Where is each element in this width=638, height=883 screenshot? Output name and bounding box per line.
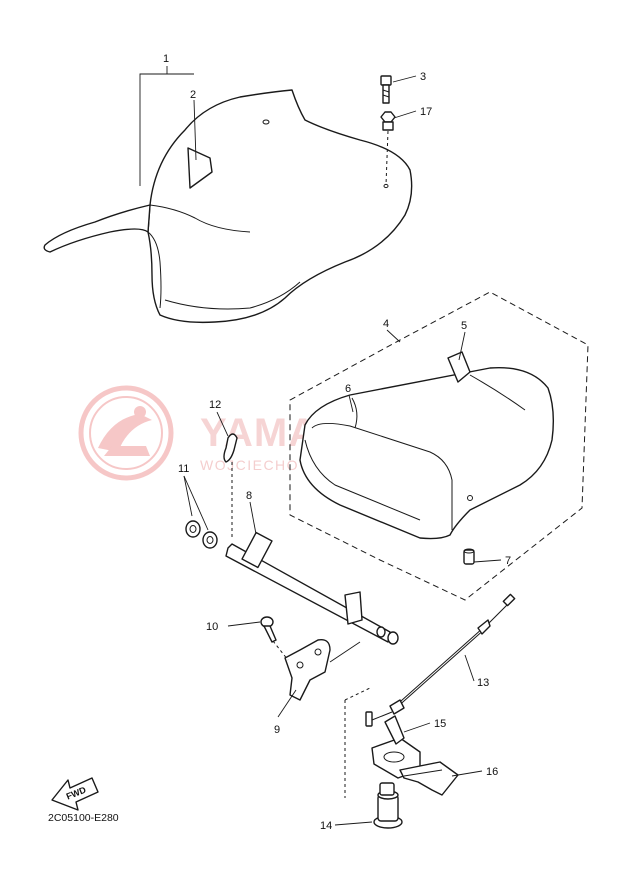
plate-16	[399, 761, 459, 796]
collar-17	[380, 111, 396, 131]
group-4-outline	[289, 291, 589, 601]
fwd-arrow-icon: FWD	[51, 777, 99, 811]
diagram-code: 2C05100-E280	[48, 812, 119, 824]
lock-cylinder-14	[373, 782, 403, 829]
cable-13	[365, 593, 516, 727]
callout-13: 13	[477, 677, 489, 689]
callout-7: 7	[505, 555, 511, 567]
collars-11	[185, 520, 218, 549]
watermark-logo-icon	[78, 385, 174, 481]
bolt-3	[380, 75, 392, 104]
screw-10	[260, 616, 277, 643]
storage-case	[299, 351, 555, 540]
rod-8	[225, 531, 399, 645]
lever-9	[284, 639, 331, 701]
callout-11: 11	[178, 463, 189, 475]
clip-12	[223, 433, 238, 463]
nut-7	[463, 548, 475, 565]
callout-10: 10	[206, 621, 218, 633]
callout-16: 16	[486, 766, 498, 778]
callout-3: 3	[420, 71, 426, 83]
case-label-patch	[447, 351, 471, 383]
callout-1: 1	[163, 53, 169, 65]
callouts: 1 2 3 4 5 6 7 8 9 10 11 12 13 14 15 16 1…	[163, 53, 511, 832]
callout-14: 14	[320, 820, 332, 832]
callout-2: 2	[190, 89, 196, 101]
seat-label-patch	[187, 147, 213, 189]
callout-8: 8	[246, 490, 252, 502]
callout-5: 5	[461, 320, 467, 332]
callout-4: 4	[383, 318, 389, 330]
callout-12: 12	[209, 399, 221, 411]
callout-6: 6	[345, 383, 351, 395]
seat-assembly	[43, 89, 413, 324]
callout-9: 9	[274, 724, 280, 736]
leader-lines	[139, 66, 502, 826]
callout-17: 17	[420, 106, 432, 118]
callout-15: 15	[434, 718, 446, 730]
